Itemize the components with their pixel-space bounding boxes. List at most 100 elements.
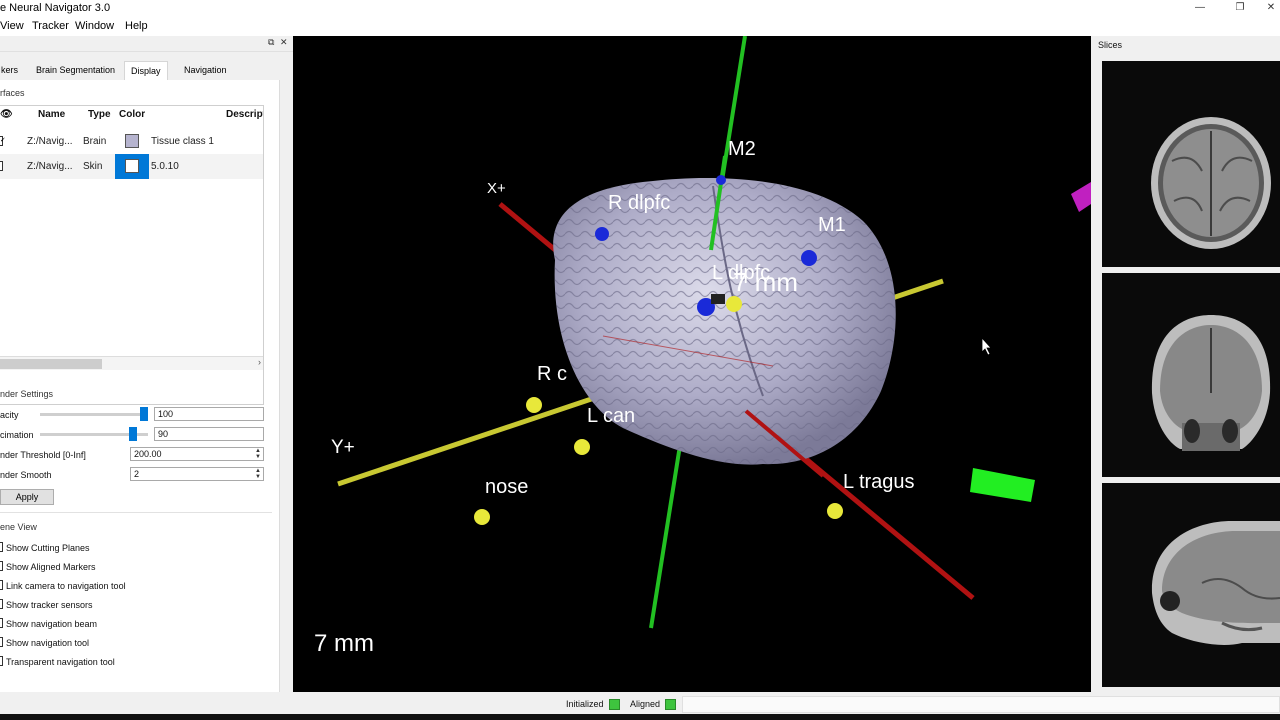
row-color-swatch[interactable] bbox=[125, 134, 139, 148]
menu-tracker[interactable]: Tracker bbox=[32, 20, 69, 32]
axial-mri-image bbox=[1102, 61, 1280, 267]
sagittal-slice-view[interactable] bbox=[1102, 483, 1280, 687]
dock-close-icon[interactable]: ✕ bbox=[280, 37, 288, 47]
scrollbar-thumb[interactable] bbox=[0, 359, 102, 369]
show-navigation-beam-checkbox[interactable] bbox=[0, 618, 3, 628]
transparent-navigation-tool-label[interactable]: Transparent navigation tool bbox=[6, 657, 115, 667]
tab-display[interactable]: Display bbox=[124, 61, 168, 80]
marker-l-dlpfc[interactable] bbox=[697, 298, 715, 316]
smooth-spinbox[interactable]: 2 ▲▼ bbox=[130, 467, 264, 481]
tab-markers[interactable]: kers bbox=[1, 65, 19, 75]
menu-window[interactable]: Window bbox=[75, 20, 115, 32]
decimation-slider-track[interactable] bbox=[40, 433, 148, 436]
show-tracker-sensors-checkbox[interactable] bbox=[0, 599, 3, 609]
surfaces-table: 👁 Name Type Color Descript ✓ Z:/Navig...… bbox=[0, 105, 264, 405]
row-name: Z:/Navig... bbox=[27, 136, 73, 147]
show-aligned-markers-label[interactable]: Show Aligned Markers bbox=[6, 562, 96, 572]
scene-view-group-label: ene View bbox=[0, 522, 37, 532]
tracker-sensor-green bbox=[970, 468, 1035, 502]
header-description[interactable]: Descript bbox=[226, 109, 264, 120]
opacity-label: acity bbox=[0, 410, 19, 420]
show-aligned-markers-checkbox[interactable] bbox=[0, 561, 3, 571]
header-color[interactable]: Color bbox=[119, 109, 146, 120]
row-visible-checkbox[interactable] bbox=[0, 161, 3, 171]
opacity-slider-track[interactable] bbox=[40, 413, 148, 416]
render-settings-group-label: nder Settings bbox=[0, 389, 54, 399]
threshold-spin-arrows[interactable]: ▲▼ bbox=[255, 448, 261, 460]
status-aligned-indicator bbox=[665, 699, 676, 710]
distance-corner-label: 7 mm bbox=[314, 630, 374, 657]
tab-brain-segmentation[interactable]: Brain Segmentation bbox=[36, 65, 116, 75]
x-axis-label: X+ bbox=[487, 180, 506, 197]
fiducial-nose[interactable] bbox=[474, 509, 490, 525]
navigation-tool-tip bbox=[711, 294, 725, 304]
menu-help[interactable]: Help bbox=[125, 20, 148, 32]
decimation-slider-handle[interactable] bbox=[129, 427, 138, 441]
tab-navigation[interactable]: Navigation bbox=[184, 65, 227, 75]
scroll-right-icon[interactable]: › bbox=[258, 357, 261, 367]
decimation-input[interactable]: 90 bbox=[154, 427, 264, 441]
threshold-spinbox[interactable]: 200.00 ▲▼ bbox=[130, 447, 264, 461]
title-bar: e Neural Navigator 3.0 — ❐ ✕ bbox=[0, 0, 1280, 17]
visible-column-icon: 👁 bbox=[0, 109, 13, 120]
display-panel: rfaces 👁 Name Type Color Descript ✓ Z:/N… bbox=[0, 80, 280, 695]
slices-title: Slices bbox=[1098, 40, 1123, 50]
z-axis-front bbox=[709, 155, 727, 251]
smooth-spin-arrows[interactable]: ▲▼ bbox=[255, 468, 261, 480]
apply-button[interactable]: Apply bbox=[0, 489, 54, 505]
show-navigation-tool-checkbox[interactable] bbox=[0, 637, 3, 647]
header-name[interactable]: Name bbox=[38, 109, 66, 120]
fiducial-l-tragus[interactable] bbox=[827, 503, 843, 519]
header-type[interactable]: Type bbox=[88, 109, 111, 120]
row-description: 5.0.10 bbox=[151, 161, 179, 172]
show-cutting-planes-checkbox[interactable] bbox=[0, 542, 3, 552]
link-camera-checkbox[interactable] bbox=[0, 580, 3, 590]
fiducial-r-tragus[interactable] bbox=[526, 397, 542, 413]
maximize-button[interactable]: ❐ bbox=[1235, 2, 1245, 13]
fiducial-l-canthus[interactable] bbox=[574, 439, 590, 455]
link-camera-label[interactable]: Link camera to navigation tool bbox=[6, 581, 126, 591]
coronal-slice-view[interactable] bbox=[1102, 273, 1280, 477]
row-color-swatch[interactable] bbox=[125, 159, 139, 173]
y-axis-label: Y+ bbox=[331, 437, 355, 458]
3d-scene[interactable]: X+ Y+ M2 R dlpfc M1 L dlpfc 7 mm R c L c… bbox=[293, 36, 1091, 692]
label-l-tragus: L tragus bbox=[843, 471, 915, 493]
show-navigation-beam-label[interactable]: Show navigation beam bbox=[6, 619, 98, 629]
show-navigation-tool-label[interactable]: Show navigation tool bbox=[6, 638, 90, 648]
table-row[interactable]: ✓ Z:/Navig... Brain Tissue class 1 bbox=[0, 129, 263, 154]
transparent-navigation-tool-checkbox[interactable] bbox=[0, 656, 3, 666]
3d-viewport[interactable]: X+ Y+ M2 R dlpfc M1 L dlpfc 7 mm R c L c… bbox=[293, 36, 1091, 692]
table-row[interactable]: Z:/Navig... Skin 5.0.10 bbox=[0, 154, 263, 179]
magenta-marker bbox=[1071, 182, 1091, 212]
label-r-dlpfc: R dlpfc bbox=[608, 192, 670, 214]
axial-slice-view[interactable] bbox=[1102, 61, 1280, 267]
mouse-cursor-icon bbox=[981, 336, 992, 356]
menu-bar: View Tracker Window Help bbox=[0, 17, 1280, 36]
opacity-slider-handle[interactable] bbox=[140, 407, 148, 421]
marker-m2[interactable] bbox=[716, 175, 726, 185]
table-horizontal-scrollbar[interactable]: › bbox=[0, 356, 263, 370]
menu-view[interactable]: View bbox=[0, 20, 24, 32]
marker-r-dlpfc[interactable] bbox=[595, 227, 609, 241]
row-name: Z:/Navig... bbox=[27, 161, 73, 172]
label-nose: nose bbox=[485, 476, 528, 498]
minimize-button[interactable]: — bbox=[1195, 2, 1205, 13]
dock-header: ⧉ ✕ bbox=[0, 36, 293, 52]
distance-inline-label: 7 mm bbox=[733, 267, 798, 297]
close-button[interactable]: ✕ bbox=[1266, 2, 1276, 13]
crosshair-line bbox=[602, 335, 774, 367]
navigation-tool-ball bbox=[726, 296, 742, 312]
surfaces-group-label: rfaces bbox=[0, 88, 25, 98]
opacity-input[interactable]: 100 bbox=[154, 407, 264, 421]
show-tracker-sensors-label[interactable]: Show tracker sensors bbox=[6, 600, 93, 610]
label-r-partial: R c bbox=[537, 363, 567, 385]
status-message-area bbox=[682, 696, 1280, 713]
row-visible-checkbox[interactable]: ✓ bbox=[0, 136, 6, 146]
marker-m1[interactable] bbox=[801, 250, 817, 266]
show-cutting-planes-label[interactable]: Show Cutting Planes bbox=[6, 543, 90, 553]
float-icon[interactable]: ⧉ bbox=[268, 37, 275, 47]
row-type: Brain bbox=[83, 136, 107, 147]
threshold-value: 200.00 bbox=[134, 449, 162, 459]
threshold-label: nder Threshold [0-Inf] bbox=[0, 450, 86, 460]
row-description: Tissue class 1 bbox=[151, 136, 214, 147]
